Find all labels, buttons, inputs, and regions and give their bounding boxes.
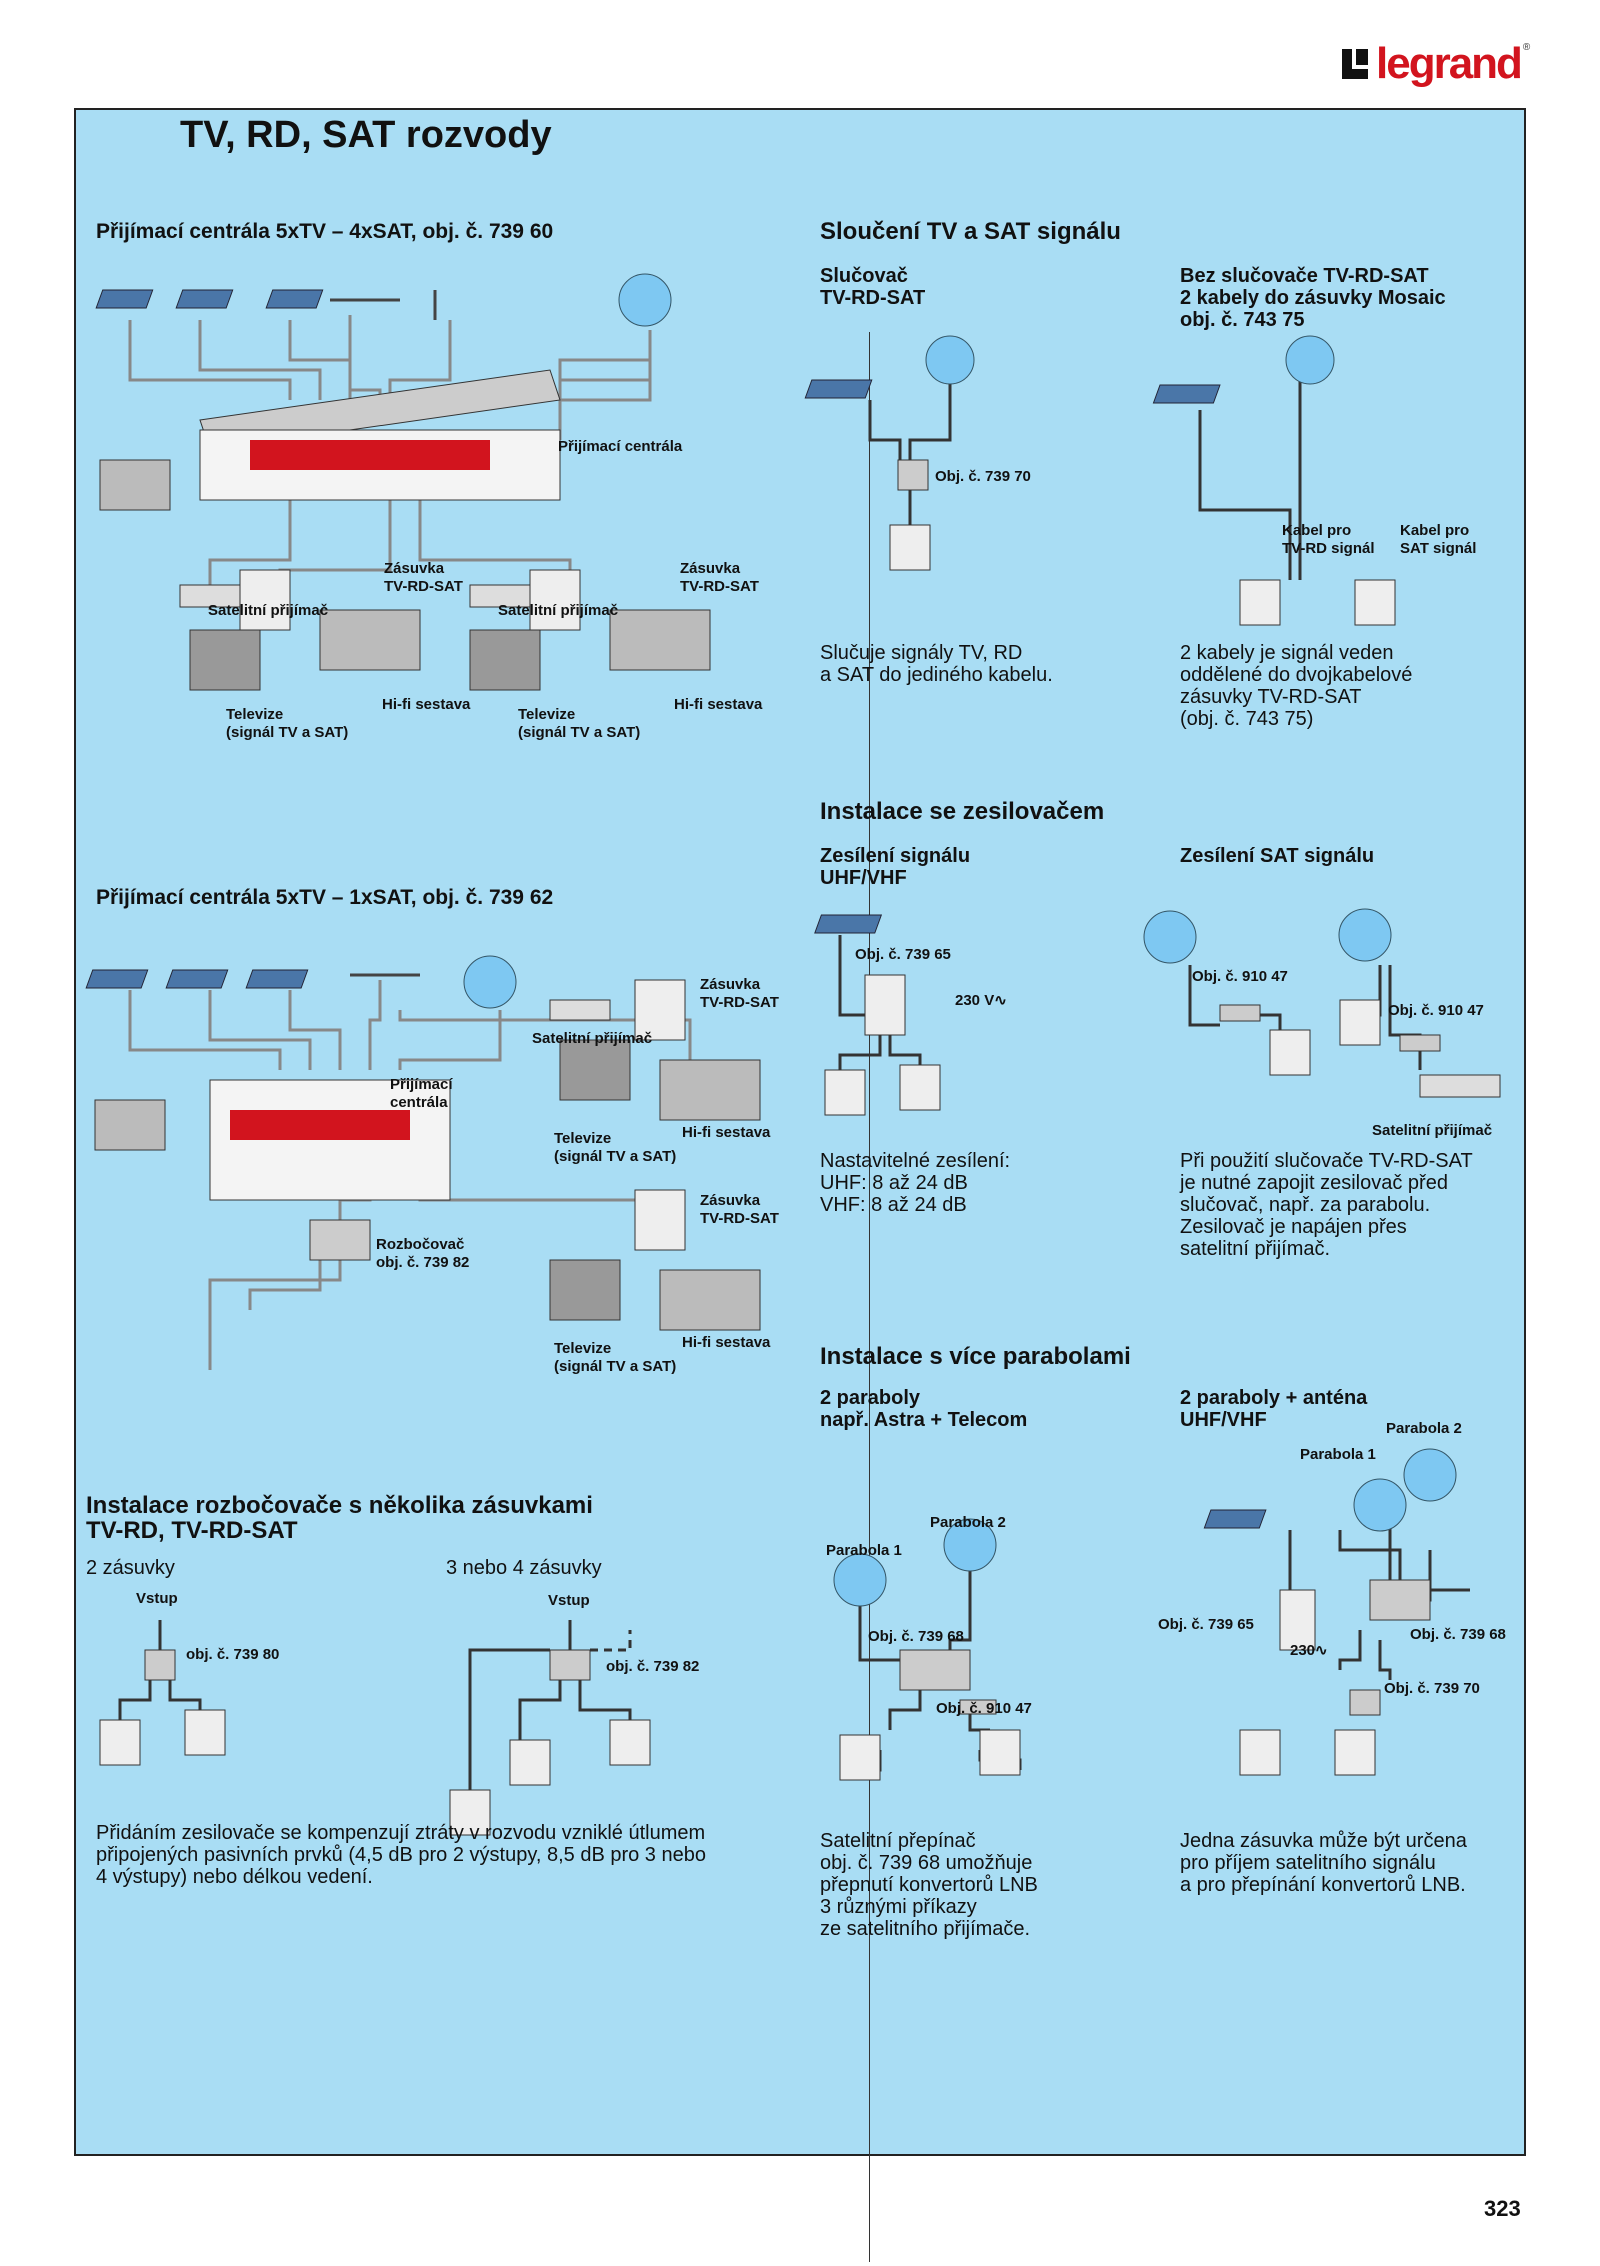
s1-central-label: Přijímací centrála — [558, 438, 683, 455]
s6-right-obj: obj. č. 739 82 — [606, 1658, 700, 1675]
splitter-icon — [309, 1219, 371, 1261]
s2-right-sub: Bez slučovače TV-RD-SAT 2 kabely do zásu… — [1180, 265, 1446, 331]
s4-right-sat: Satelitní přijímač — [1372, 1122, 1493, 1139]
s1-diagram — [95, 273, 711, 691]
s1-tv1-label: Televize (signál TV a SAT) — [226, 706, 349, 741]
s4-left-obj: Obj. č. 739 65 — [855, 946, 951, 963]
s2-right-l2: Kabel pro SAT signál — [1400, 522, 1477, 557]
legrand-logo: legrand® — [1340, 36, 1540, 92]
socket-icon — [889, 524, 931, 571]
s5-right-obj1: Obj. č. 739 65 — [1158, 1616, 1254, 1633]
s5-left-obj2: Obj. č. 910 47 — [936, 1700, 1032, 1717]
s4-right-text: Při použití slučovače TV-RD-SAT je nutné… — [1180, 1150, 1473, 1260]
satellite-dish-icon — [618, 273, 672, 327]
s3-socket1-label: Zásuvka TV-RD-SAT — [700, 976, 779, 1011]
s6-text: Přidáním zesilovače se kompenzují ztráty… — [96, 1822, 706, 1888]
s6-diagram — [99, 1620, 651, 1836]
s6-left-in: Vstup — [136, 1590, 178, 1607]
s4-diagram — [814, 908, 1501, 1116]
s4-left-sub: Zesílení signálu UHF/VHF — [820, 845, 971, 889]
s5-heading: Instalace s více parabolami — [820, 1343, 1131, 1370]
s4-right-sub: Zesílení SAT signálu — [1180, 845, 1375, 867]
s4-heading: Instalace se zesilovačem — [820, 798, 1105, 825]
s3-hifi2-label: Hi-fi sestava — [682, 1334, 771, 1351]
receiving-central-icon — [199, 369, 561, 501]
antenna-icon — [95, 289, 437, 320]
socket-icon — [239, 569, 291, 631]
s6-left-obj: obj. č. 739 80 — [186, 1646, 280, 1663]
s3-diagram — [85, 955, 761, 1370]
s5-left-sub: 2 paraboly např. Astra + Telecom — [820, 1387, 1028, 1431]
s3-hifi1-label: Hi-fi sestava — [682, 1124, 771, 1141]
s3-socket2-label: Zásuvka TV-RD-SAT — [700, 1192, 779, 1227]
s5-left-p2: Parabola 2 — [930, 1514, 1006, 1531]
s5-right-text: Jedna zásuvka může být určena pro příjem… — [1180, 1830, 1467, 1896]
s5-right-obj3: Obj. č. 739 70 — [1384, 1680, 1480, 1697]
s1-heading: Přijímací centrála 5xTV – 4xSAT, obj. č.… — [96, 220, 554, 243]
s5-right-p2: Parabola 2 — [1386, 1420, 1462, 1437]
s5-right-volt: 230∿ — [1290, 1642, 1328, 1659]
s4-right-obj1: Obj. č. 910 47 — [1192, 968, 1288, 985]
page-number: 323 — [1484, 2196, 1521, 2221]
power-socket-icon — [99, 459, 171, 511]
s4-left-volt: 230 V∿ — [955, 992, 1007, 1009]
s6-heading: Instalace rozbočovače s několika zásuvka… — [86, 1492, 593, 1544]
column-divider — [869, 332, 870, 2262]
s5-right-sub: 2 paraboly + anténa UHF/VHF — [1180, 1387, 1368, 1431]
s1-hifi1-label: Hi-fi sestava — [382, 696, 471, 713]
s5-right-obj2: Obj. č. 739 68 — [1410, 1626, 1506, 1643]
s2-left-sub: Slučovač TV-RD-SAT — [820, 265, 926, 309]
splitter-icon — [144, 1649, 176, 1681]
s3-tv2-label: Televize (signál TV a SAT) — [554, 1340, 677, 1375]
s6-right-sub: 3 nebo 4 zásuvky — [446, 1557, 602, 1579]
s4-right-obj2: Obj. č. 910 47 — [1388, 1002, 1484, 1019]
amplifier-icon — [864, 974, 906, 1036]
page-title: TV, RD, SAT rozvody — [180, 114, 552, 156]
sat-switch-icon — [899, 1649, 971, 1691]
s2-right-l1: Kabel pro TV-RD signál — [1282, 522, 1375, 557]
s6-right-in: Vstup — [548, 1592, 590, 1609]
s5-diagram — [833, 1448, 1470, 1781]
s4-left-text: Nastavitelné zesílení: UHF: 8 až 24 dB V… — [820, 1150, 1011, 1216]
brand-name: legrand — [1376, 39, 1523, 88]
s1-tv2-label: Televize (signál TV a SAT) — [518, 706, 641, 741]
s1-socket2-label: Zásuvka TV-RD-SAT — [680, 560, 759, 595]
s1-sat1-label: Satelitní přijímač — [208, 602, 329, 619]
s3-heading: Přijímací centrála 5xTV – 1xSAT, obj. č.… — [96, 886, 554, 909]
combiner-icon — [897, 459, 929, 491]
s2-diagram — [804, 335, 1396, 626]
s3-tv1-label: Televize (signál TV a SAT) — [554, 1130, 677, 1165]
s3-splitter-label: Rozbočovač obj. č. 739 82 — [376, 1236, 470, 1271]
s6-left-sub: 2 zásuvky — [86, 1557, 175, 1579]
s2-right-text: 2 kabely je signál veden oddělené do dvo… — [1180, 642, 1413, 730]
hifi-icon — [319, 609, 421, 671]
s5-right-p1: Parabola 1 — [1300, 1446, 1376, 1463]
s1-socket1-label: Zásuvka TV-RD-SAT — [384, 560, 463, 595]
legrand-mark-icon — [1340, 47, 1370, 81]
s1-hifi2-label: Hi-fi sestava — [674, 696, 763, 713]
tv-icon — [189, 629, 261, 691]
s5-left-obj1: Obj. č. 739 68 — [868, 1628, 964, 1645]
s5-left-p1: Parabola 1 — [826, 1542, 902, 1559]
s3-central-label: Přijímací centrála — [390, 1076, 453, 1111]
s2-heading: Sloučení TV a SAT signálu — [820, 218, 1121, 245]
s2-left-obj: Obj. č. 739 70 — [935, 468, 1031, 485]
s3-sat-label: Satelitní přijímač — [532, 1030, 653, 1047]
s2-left-text: Slučuje signály TV, RD a SAT do jediného… — [820, 642, 1053, 686]
s1-sat2-label: Satelitní přijímač — [498, 602, 619, 619]
s5-left-text: Satelitní přepínač obj. č. 739 68 umožňu… — [820, 1830, 1038, 1940]
